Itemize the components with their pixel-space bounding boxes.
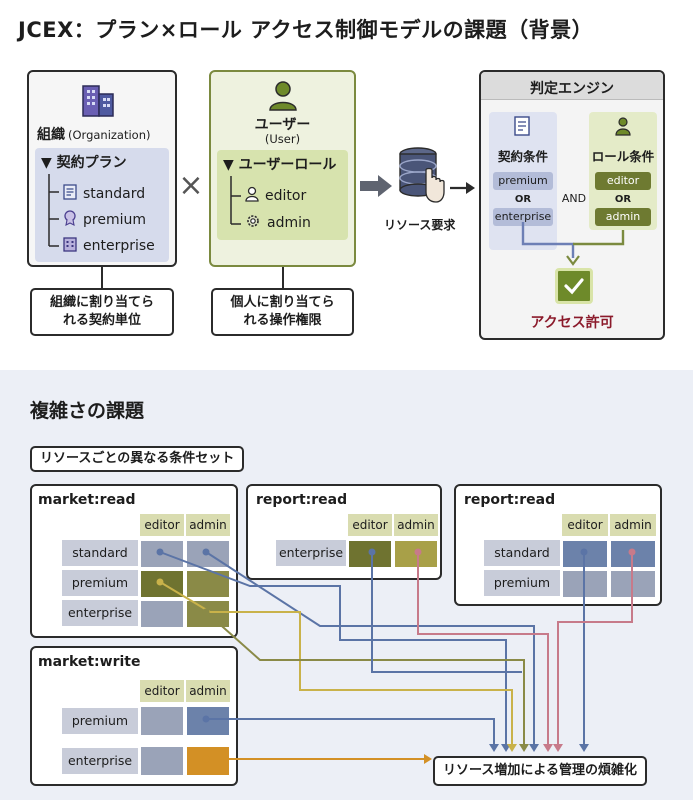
person-icon bbox=[245, 186, 259, 206]
contract-condition-box: 契約条件 premium OR enterprise bbox=[489, 112, 557, 250]
column-header-admin: admin bbox=[186, 680, 230, 702]
engine-title-bar bbox=[481, 72, 663, 100]
contract-value-enterprise: enterprise bbox=[493, 208, 553, 226]
matrix-cell bbox=[562, 570, 608, 598]
role-item-editor: editor bbox=[245, 186, 306, 206]
column-header-admin: admin bbox=[186, 514, 230, 536]
person-icon bbox=[266, 78, 300, 112]
user-role-group: ▼ ユーザーロール editor admin bbox=[217, 150, 348, 240]
matrix-cell bbox=[562, 540, 608, 568]
row-header-enterprise: enterprise bbox=[62, 600, 138, 626]
column-header-admin: admin bbox=[610, 514, 656, 536]
user-heading-sub: (User) bbox=[264, 132, 301, 146]
arrow-to-engine-icon bbox=[450, 182, 475, 194]
plan-item-standard: standard bbox=[63, 184, 145, 204]
resource-panel-market-write: market:write editor admin premium enterp… bbox=[30, 646, 238, 786]
user-role-label: ユーザーロール bbox=[238, 157, 337, 173]
role-item-admin: admin bbox=[245, 213, 311, 233]
decision-engine-panel: 判定エンジン 契約条件 premium OR enterprise AND ロー… bbox=[479, 70, 665, 340]
matrix-cell bbox=[394, 540, 438, 568]
user-note: 個人に割り当てら れる操作権限 bbox=[211, 288, 354, 336]
contract-plan-label: 契約プラン bbox=[56, 155, 127, 171]
row-header-standard: standard bbox=[62, 540, 138, 566]
organization-heading-sub: (Organization) bbox=[68, 128, 151, 142]
row-header-premium: premium bbox=[484, 570, 560, 596]
gear-icon bbox=[245, 213, 261, 233]
user-panel: ユーザー (User) ▼ ユーザーロール editor admin bbox=[209, 70, 356, 267]
matrix-cell bbox=[348, 540, 392, 568]
resource-name: market:write bbox=[38, 654, 141, 670]
matrix-cell bbox=[140, 540, 184, 568]
row-header-enterprise: enterprise bbox=[276, 540, 346, 566]
and-label: AND bbox=[561, 192, 587, 205]
role-value-editor: editor bbox=[595, 172, 651, 190]
check-icon bbox=[555, 268, 593, 304]
role-value-admin: admin bbox=[595, 208, 651, 226]
complexity-heading: 複雑さの課題 bbox=[30, 400, 145, 422]
times-symbol: × bbox=[178, 168, 204, 203]
row-header-premium: premium bbox=[62, 708, 138, 734]
award-icon bbox=[63, 210, 77, 230]
column-header-editor: editor bbox=[562, 514, 608, 536]
resource-request-label: リソース要求 bbox=[384, 218, 456, 232]
matrix-cell bbox=[610, 570, 656, 598]
server-hand-icon bbox=[396, 146, 448, 210]
or-label: OR bbox=[514, 194, 532, 205]
row-header-enterprise: enterprise bbox=[62, 748, 138, 774]
user-heading: ユーザー bbox=[254, 117, 311, 133]
plan-item-premium: premium bbox=[63, 210, 146, 230]
building-icon bbox=[79, 80, 117, 118]
resource-name: market:read bbox=[38, 492, 136, 508]
role-condition-label: ロール条件 bbox=[591, 149, 655, 164]
column-header-admin: admin bbox=[394, 514, 438, 536]
tree-connector bbox=[48, 174, 59, 247]
resource-name: report:read bbox=[256, 492, 348, 508]
column-header-editor: editor bbox=[348, 514, 392, 536]
person-icon bbox=[614, 116, 632, 140]
organization-panel: 組織 (Organization) ▼ 契約プラン standard premi… bbox=[27, 70, 177, 267]
resource-panel-market-read: market:read editor admin standard premiu… bbox=[30, 484, 238, 638]
collapse-triangle-icon: ▼ bbox=[41, 155, 52, 171]
page-title: JCEX：プラン×ロール アクセス制御モデルの課題（背景） bbox=[18, 18, 594, 42]
matrix-cell bbox=[186, 540, 230, 568]
collapse-triangle-icon: ▼ bbox=[223, 157, 234, 173]
contract-plan-group: ▼ 契約プラン standard premium enterprise bbox=[35, 148, 169, 262]
organization-note: 組織に割り当てら れる契約単位 bbox=[30, 288, 174, 336]
org-note-connector bbox=[101, 267, 103, 288]
row-header-premium: premium bbox=[62, 570, 138, 596]
matrix-cell bbox=[186, 746, 230, 776]
matrix-cell bbox=[140, 600, 184, 628]
management-complexity-result: リソース増加による管理の煩雑化 bbox=[433, 756, 647, 786]
column-header-editor: editor bbox=[140, 514, 184, 536]
resource-panel-report-read-1: report:read editor admin enterprise bbox=[246, 484, 442, 580]
matrix-cell bbox=[140, 706, 184, 736]
row-header-standard: standard bbox=[484, 540, 560, 566]
matrix-cell bbox=[610, 540, 656, 568]
role-condition-box: ロール条件 editor OR admin bbox=[589, 112, 657, 230]
or-label: OR bbox=[614, 194, 632, 205]
matrix-cell bbox=[186, 706, 230, 736]
contract-value-premium: premium bbox=[493, 172, 553, 190]
access-granted-label: アクセス許可 bbox=[530, 315, 614, 331]
document-icon bbox=[513, 116, 531, 140]
office-icon bbox=[63, 236, 77, 256]
tree-connector bbox=[230, 176, 241, 225]
engine-connectors bbox=[521, 222, 625, 266]
matrix-cell bbox=[140, 746, 184, 776]
resource-panel-report-read-2: report:read editor admin standard premiu… bbox=[454, 484, 662, 606]
engine-title: 判定エンジン bbox=[530, 81, 614, 97]
matrix-cell bbox=[186, 600, 230, 628]
complexity-subheading: リソースごとの異なる条件セット bbox=[30, 446, 245, 472]
arrow-to-request-icon bbox=[360, 175, 392, 197]
column-header-editor: editor bbox=[140, 680, 184, 702]
matrix-cell bbox=[140, 570, 184, 598]
user-note-connector bbox=[282, 267, 284, 288]
organization-heading: 組織 bbox=[37, 127, 65, 143]
matrix-cell bbox=[186, 570, 230, 598]
document-icon bbox=[63, 184, 77, 204]
resource-name: report:read bbox=[464, 492, 556, 508]
contract-condition-label: 契約条件 bbox=[497, 149, 548, 164]
plan-item-enterprise: enterprise bbox=[63, 236, 155, 256]
